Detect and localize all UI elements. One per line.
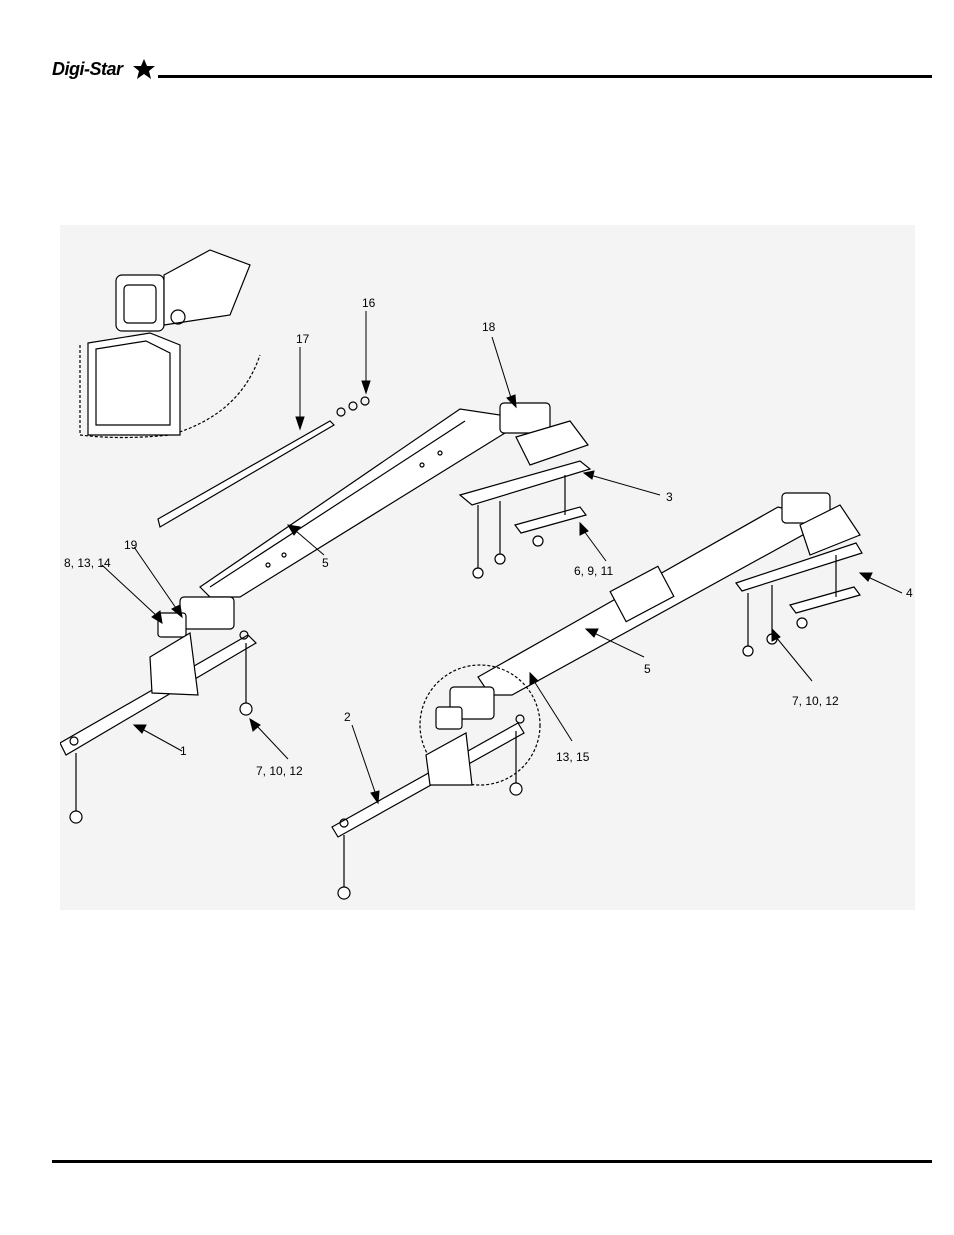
clips-part-16 [336, 396, 370, 417]
callout-2: 2 [344, 710, 351, 724]
callout-3: 3 [666, 490, 673, 504]
callout-17: 17 [296, 332, 310, 346]
callout-13-15: 13, 15 [556, 750, 590, 764]
upper-beam-part-5 [157, 402, 551, 638]
callout-16: 16 [362, 296, 376, 310]
parts-diagram: 16 17 18 3 6, 9, 11 19 8, 13, 14 5 4 5 7… [60, 225, 915, 910]
callout-leaders [101, 311, 903, 805]
callout-1: 1 [180, 744, 187, 758]
header-rule [158, 75, 932, 78]
digi-star-logo: Digi-Star [52, 56, 162, 82]
callout-7-10-12-right: 7, 10, 12 [792, 694, 839, 708]
bar-part-17 [157, 420, 335, 528]
callout-19: 19 [124, 538, 138, 552]
right-mount-part-4 [735, 504, 863, 657]
callout-5-lower: 5 [644, 662, 651, 676]
lower-mount-part-2 [331, 714, 525, 900]
callout-6-9-11: 6, 9, 11 [574, 564, 613, 578]
callout-18: 18 [482, 320, 496, 334]
footer-rule [52, 1160, 932, 1163]
star-icon [133, 59, 155, 79]
left-mount-part-1 [60, 630, 257, 824]
upper-mount-part-3 [458, 420, 592, 579]
callout-5-upper: 5 [322, 556, 329, 570]
detail-inset [79, 249, 261, 439]
callout-4: 4 [906, 586, 913, 600]
callout-7-10-12-left: 7, 10, 12 [256, 764, 303, 778]
logo-text: Digi-Star [52, 59, 124, 79]
callout-8-13-14: 8, 13, 14 [64, 556, 111, 570]
